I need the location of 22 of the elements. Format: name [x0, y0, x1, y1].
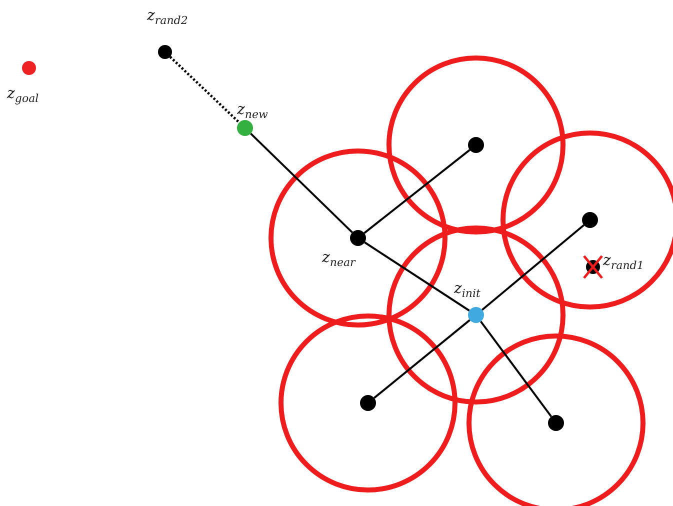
tree-edge: [480, 320, 552, 418]
tree-vertex: [582, 212, 598, 228]
tree-vertex: [548, 415, 564, 431]
vertex-label: z$_{rand1}$: [603, 253, 644, 271]
vertex-label: z$_{new}$: [237, 102, 268, 120]
vertex-label: z$_{goal}$: [7, 86, 39, 104]
tree-edge: [250, 132, 353, 234]
vertex-label: z$_{rand2}$: [147, 8, 188, 26]
tree-edge: [364, 242, 470, 312]
tree-vertex: [350, 230, 366, 246]
tree-vertex: [158, 45, 172, 59]
tree-vertex: [22, 61, 36, 75]
tree-edge: [364, 149, 470, 234]
tree-edge: [482, 224, 584, 311]
tree-vertex: [360, 395, 376, 411]
tree-vertex: [237, 120, 253, 136]
tree-vertex: [468, 307, 484, 323]
tree-edge: [169, 56, 240, 124]
tree-vertex: [468, 137, 484, 153]
vertex-label: z$_{near}$: [322, 250, 356, 268]
tree-edge: [374, 319, 470, 399]
vertex-label: z$_{init}$: [454, 281, 480, 299]
